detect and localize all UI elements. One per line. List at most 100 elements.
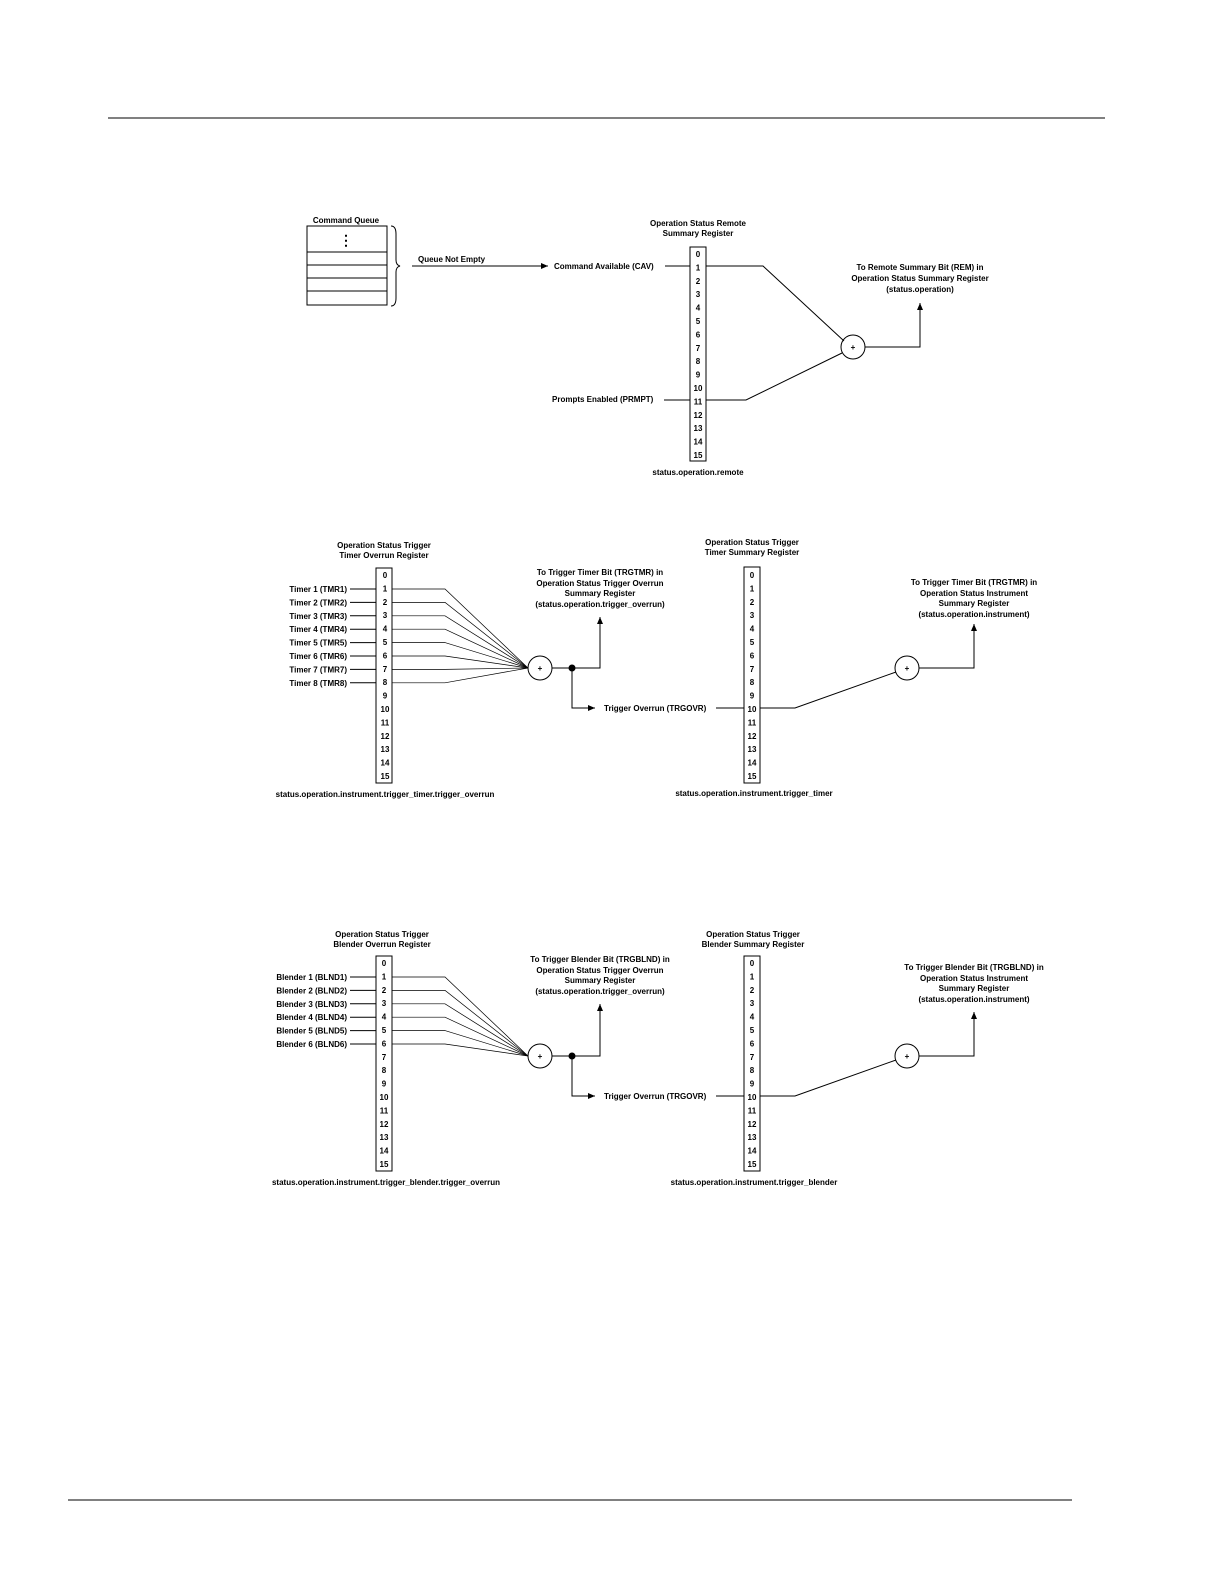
bit-label: 12 [748,732,757,741]
or-gate: + [527,655,553,681]
bit-label: 7 [382,1053,387,1062]
bit-label: 8 [750,1066,755,1075]
input-label: Timer 1 (TMR1) [289,585,347,594]
bit-label: 10 [748,1093,757,1102]
svg-text:To Trigger Blender Bit (TRGBLN: To Trigger Blender Bit (TRGBLND) in [530,955,670,964]
svg-text:(status.operation.instrument): (status.operation.instrument) [918,610,1029,619]
svg-text:To Trigger Timer Bit (TRGTMR): To Trigger Timer Bit (TRGTMR) in [537,568,663,577]
bit-label: 6 [696,330,701,339]
output-label: To Trigger Timer Bit (TRGTMR) in Operati… [535,568,665,609]
bit-label: 15 [748,1160,757,1169]
bit-label: 13 [748,745,757,754]
output-arrow [572,617,603,669]
connector [760,1059,897,1097]
register-box [743,955,761,1172]
input-label: Timer 8 (TMR8) [289,679,347,688]
bit-label: 1 [382,972,387,981]
bit-label: 7 [750,1053,755,1062]
bit-label: 15 [380,1160,389,1169]
register-box [375,567,393,784]
bit-label: 4 [750,1013,755,1022]
svg-text:Operation Status Trigger Overr: Operation Status Trigger Overrun [536,579,663,588]
bit-label: 5 [696,317,701,326]
bit-label: 3 [383,611,388,620]
bit-label: 10 [381,705,390,714]
bit-label: 5 [750,638,755,647]
register-title: Timer Overrun Register [339,551,428,560]
blender-summary-register: Operation Status Trigger Blender Summary… [671,930,838,1187]
bit-label: 7 [383,665,388,674]
bit-label: 1 [383,584,388,593]
command-queue: Command Queue ⋮ [306,216,401,307]
queue-not-empty-label: Queue Not Empty [418,255,486,264]
bit-label: 3 [382,999,387,1008]
bit-label: 5 [383,638,388,647]
bit-label: 15 [694,451,703,460]
bit-label: 13 [694,424,703,433]
svg-text:Summary Register: Summary Register [939,984,1010,993]
input-label: Blender 3 (BLND3) [276,1000,347,1009]
input-label: Blender 4 (BLND4) [276,1013,347,1022]
svg-text:(status.operation.trigger_over: (status.operation.trigger_overrun) [535,600,665,609]
input-label-prmpt: Prompts Enabled (PRMPT) [552,395,654,404]
output-arrow [919,624,977,669]
bit-label: 14 [380,1147,389,1156]
input-label: Blender 1 (BLND1) [276,973,347,982]
or-gate: + [840,334,866,360]
bit-label: 2 [383,598,388,607]
bit-label: 15 [381,772,390,781]
input-label: Timer 6 (TMR6) [289,652,347,661]
fan-in-line [392,588,529,669]
register-box [689,246,707,462]
input-label: Timer 7 (TMR7) [289,665,347,674]
register-title: Operation Status Trigger [335,930,429,939]
bit-label: 14 [748,759,757,768]
input-label: Timer 2 (TMR2) [289,598,347,607]
bit-label: 5 [750,1026,755,1035]
bit-label: 3 [750,999,755,1008]
bit-label: 0 [382,959,387,968]
register-caption: status.operation.instrument.trigger_blen… [272,1178,500,1187]
command-queue-title: Command Queue [313,216,380,225]
bit-label: 2 [382,986,387,995]
fan-in-line [392,602,529,669]
bit-label: 6 [383,651,388,660]
output-arrow [919,1012,977,1057]
or-symbol: + [905,1052,910,1061]
bit-label: 3 [696,290,701,299]
svg-text:Summary Register: Summary Register [565,589,636,598]
bit-label: 13 [380,1133,389,1142]
bit-label: 2 [750,598,755,607]
bit-label: 6 [750,1039,755,1048]
bit-label: 13 [381,745,390,754]
queue-dots: ⋮ [339,232,353,248]
svg-text:(status.operation): (status.operation) [886,285,954,294]
bit-label: 9 [383,692,388,701]
blender-overrun-register: Operation Status Trigger Blender Overrun… [272,930,500,1187]
output-label: To Trigger Blender Bit (TRGBLND) in Oper… [530,955,670,996]
output-arrow [572,1004,603,1057]
svg-text:Summary Register: Summary Register [565,976,636,985]
or-gate: + [527,1043,553,1069]
register-caption: status.operation.instrument.trigger_time… [276,790,495,799]
output-label: To Remote Summary Bit (REM) in Operation… [851,263,988,294]
fan-in-line [392,667,529,670]
register-box [743,566,761,784]
timer-summary-register: Operation Status Trigger Timer Summary R… [675,538,832,798]
bit-label: 8 [382,1066,387,1075]
bit-label: 7 [696,344,701,353]
register-title: Operation Status Trigger [706,930,800,939]
input-label: Timer 4 (TMR4) [289,625,347,634]
input-label-trgovr: Trigger Overrun (TRGOVR) [604,704,707,713]
input-label: Blender 6 (BLND6) [276,1040,347,1049]
blender-inputs: Blender 1 (BLND1)Blender 2 (BLND2)Blende… [276,973,376,1049]
bit-label: 12 [380,1120,389,1129]
queue-brace [390,225,401,307]
input-label-trgovr: Trigger Overrun (TRGOVR) [604,1092,707,1101]
fan-in-line [392,615,529,669]
bit-label: 12 [381,732,390,741]
